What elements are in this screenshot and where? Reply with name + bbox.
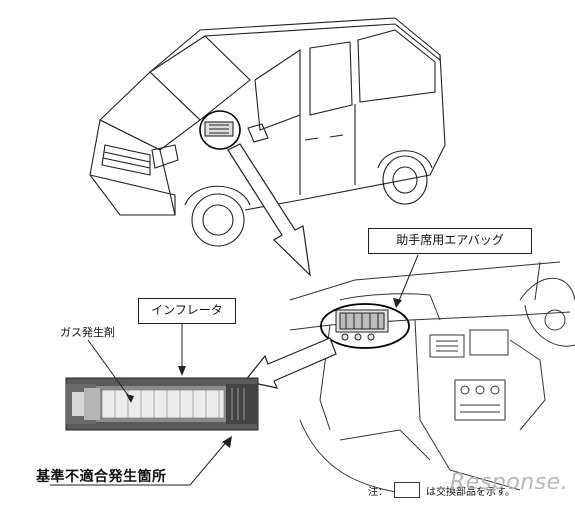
gas-leader xyxy=(87,339,131,399)
defect-arrow xyxy=(50,439,229,486)
note-prefix: 注： xyxy=(368,486,388,498)
watermark: Response. xyxy=(450,470,569,495)
van-highlight-circle xyxy=(199,110,241,150)
note-suffix: は交換部品を示す。 xyxy=(426,486,515,498)
van-illustration xyxy=(89,17,446,247)
defect-location-label: 基準不適合発生箇所 xyxy=(36,469,167,485)
dashboard-illustration xyxy=(289,261,575,496)
arrow-to-inflator xyxy=(243,337,337,389)
replacement-part-swatch xyxy=(394,482,420,498)
airbag-label: 助手席用エアバッグ xyxy=(396,233,504,247)
arrow-to-dashboard xyxy=(227,143,311,277)
inflator-cutaway xyxy=(65,377,259,431)
legend-note: 注： は交換部品を示す。 xyxy=(368,482,515,498)
gas-generant-label: ガス発生剤 xyxy=(60,326,115,339)
inflator-callout: インフレータ xyxy=(138,298,236,324)
inflator-label: インフレータ xyxy=(151,303,223,317)
airbag-leader xyxy=(397,254,419,304)
airbag-module xyxy=(335,309,389,341)
airbag-callout: 助手席用エアバッグ xyxy=(368,228,532,254)
airbag-highlight-circle xyxy=(320,303,410,349)
